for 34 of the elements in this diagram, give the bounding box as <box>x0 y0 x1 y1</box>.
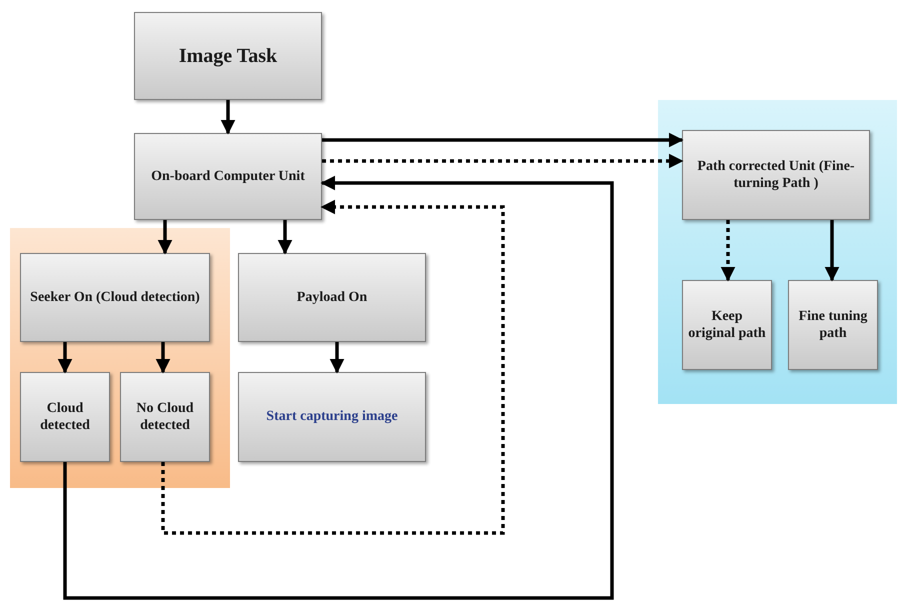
arrow <box>158 220 172 254</box>
arrow <box>161 200 505 535</box>
arrow <box>824 220 840 282</box>
process-box <box>20 253 210 342</box>
group-panel <box>10 228 230 488</box>
arrow <box>322 154 684 168</box>
box-label: Seeker On (Cloud detection) <box>29 288 201 306</box>
box-label: Image Task <box>178 44 278 68</box>
arrow <box>720 220 736 282</box>
process-box <box>788 280 878 370</box>
group-panel <box>658 100 897 404</box>
arrow <box>63 176 614 600</box>
arrow <box>322 132 684 148</box>
box-label: On-board Computer Unit <box>150 168 306 186</box>
process-box <box>134 133 322 220</box>
process-box <box>20 372 110 462</box>
arrow <box>220 100 236 134</box>
box-label: Path corrected Unit (Fine-turning Path ) <box>696 158 856 192</box>
arrow <box>156 342 170 374</box>
box-label: Fine tuning path <box>798 308 868 342</box>
process-box <box>238 253 426 342</box>
arrow <box>330 342 344 374</box>
arrow <box>58 342 72 374</box>
box-label: Keep original path <box>687 308 767 342</box>
box-label: Payload On <box>296 288 368 306</box>
process-box <box>682 130 870 220</box>
process-box <box>682 280 772 370</box>
process-box <box>134 12 322 100</box>
process-box <box>120 372 210 462</box>
box-label: No Cloud detected <box>135 400 195 434</box>
arrow <box>278 220 292 254</box>
process-box <box>238 372 426 462</box>
box-label: Start capturing image <box>265 408 399 426</box>
box-label: Cloud detected <box>39 400 91 434</box>
